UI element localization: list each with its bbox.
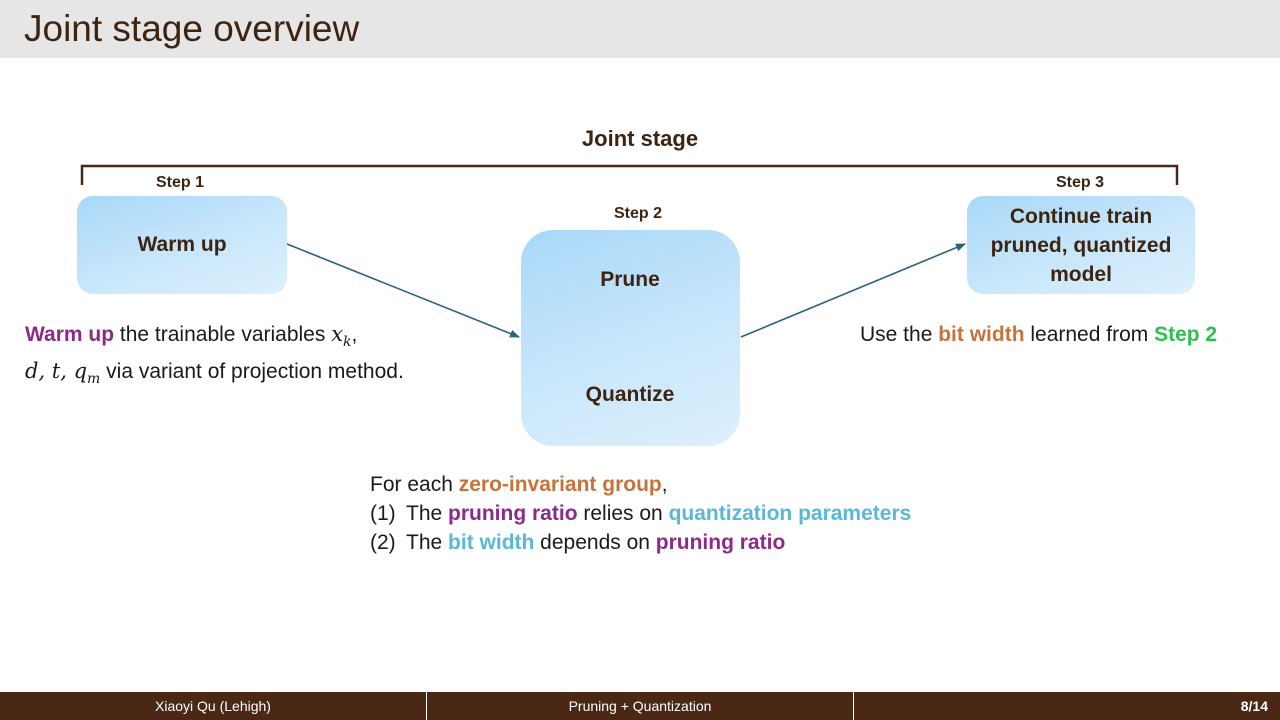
group-desc-line1: For each zero-invariant group, <box>370 470 990 499</box>
step3-box-line1: Continue train <box>1009 204 1153 228</box>
group-line2-h1: pruning ratio <box>448 502 578 525</box>
warmup-comma: , <box>351 323 358 346</box>
group-line3-text1: The <box>406 531 449 554</box>
footer-topic: Pruning + Quantization <box>427 692 854 720</box>
step1-label: Step 1 <box>155 174 204 191</box>
title-bar <box>0 0 1280 58</box>
warmup-desc-line1: Warm up the trainable variables xk, <box>25 320 495 357</box>
warmup-description: Warm up the trainable variables xk, d, t… <box>25 320 495 394</box>
step3-desc-text2: learned from <box>1024 323 1155 346</box>
group-line1-text: For each <box>370 473 459 496</box>
group-desc-line3: (2) The bit width depends on pruning rati… <box>370 528 990 557</box>
step3-description: Use the bit width learned from Step 2 <box>860 320 1270 349</box>
group-line2-h2: quantization parameters <box>668 502 912 525</box>
group-line2-text2: relies on <box>577 502 669 525</box>
joint-stage-label: Joint stage <box>581 126 699 151</box>
step3-box: Continue train pruned, quantized model <box>967 196 1195 294</box>
prune-label: Prune <box>600 268 660 291</box>
vars-line2: d, t, q <box>25 359 88 384</box>
group-line2-text1: The <box>406 502 449 525</box>
step1-box-text: Warm up <box>137 233 227 256</box>
group-line1-highlight: zero-invariant group <box>458 473 662 496</box>
arrow-step1-to-step2 <box>286 243 520 338</box>
group-line2-num: (1) <box>370 502 396 525</box>
group-line3-h2: pruning ratio <box>655 531 786 554</box>
slide-title: Joint stage overview <box>24 8 360 49</box>
step2-label: Step 2 <box>613 205 662 222</box>
step3-box-line3: model <box>1050 262 1112 286</box>
group-description: For each zero-invariant group, (1) The pr… <box>370 470 990 557</box>
group-line3-h1: bit width <box>448 531 535 554</box>
arrow-step2-to-step3 <box>740 243 966 338</box>
var-q-sub: m <box>87 371 101 388</box>
group-line3-num: (2) <box>370 531 396 554</box>
warmup-desc-line2: d, t, qm via variant of projection metho… <box>25 357 495 394</box>
group-line1-end: , <box>661 473 668 496</box>
step3-desc-step2: Step 2 <box>1154 323 1218 346</box>
var-x-sub: k <box>343 334 352 351</box>
step3-label: Step 3 <box>1055 174 1104 191</box>
warmup-text1: the trainable variables <box>114 323 332 346</box>
group-line3-text2: depends on <box>534 531 656 554</box>
joint-stage-bracket <box>80 164 1179 185</box>
step3-desc-text1: Use the <box>860 323 939 346</box>
footer-author: Xiaoyi Qu (Lehigh) <box>0 692 427 720</box>
footer-page-number: 8/14 <box>1240 698 1268 714</box>
step1-box: Warm up <box>77 196 287 294</box>
warmup-highlight: Warm up <box>25 323 115 346</box>
var-x: x <box>331 322 344 346</box>
quantize-label: Quantize <box>585 383 675 406</box>
footer: Xiaoyi Qu (Lehigh) Pruning + Quantizatio… <box>0 692 1280 720</box>
step3-desc-bit-width: bit width <box>938 323 1025 346</box>
group-desc-line2: (1) The pruning ratio relies on quantizat… <box>370 499 990 528</box>
warmup-text2: via variant of projection method. <box>100 360 404 384</box>
step3-box-line2: pruned, quantized <box>990 233 1172 257</box>
step2-box <box>521 230 740 446</box>
